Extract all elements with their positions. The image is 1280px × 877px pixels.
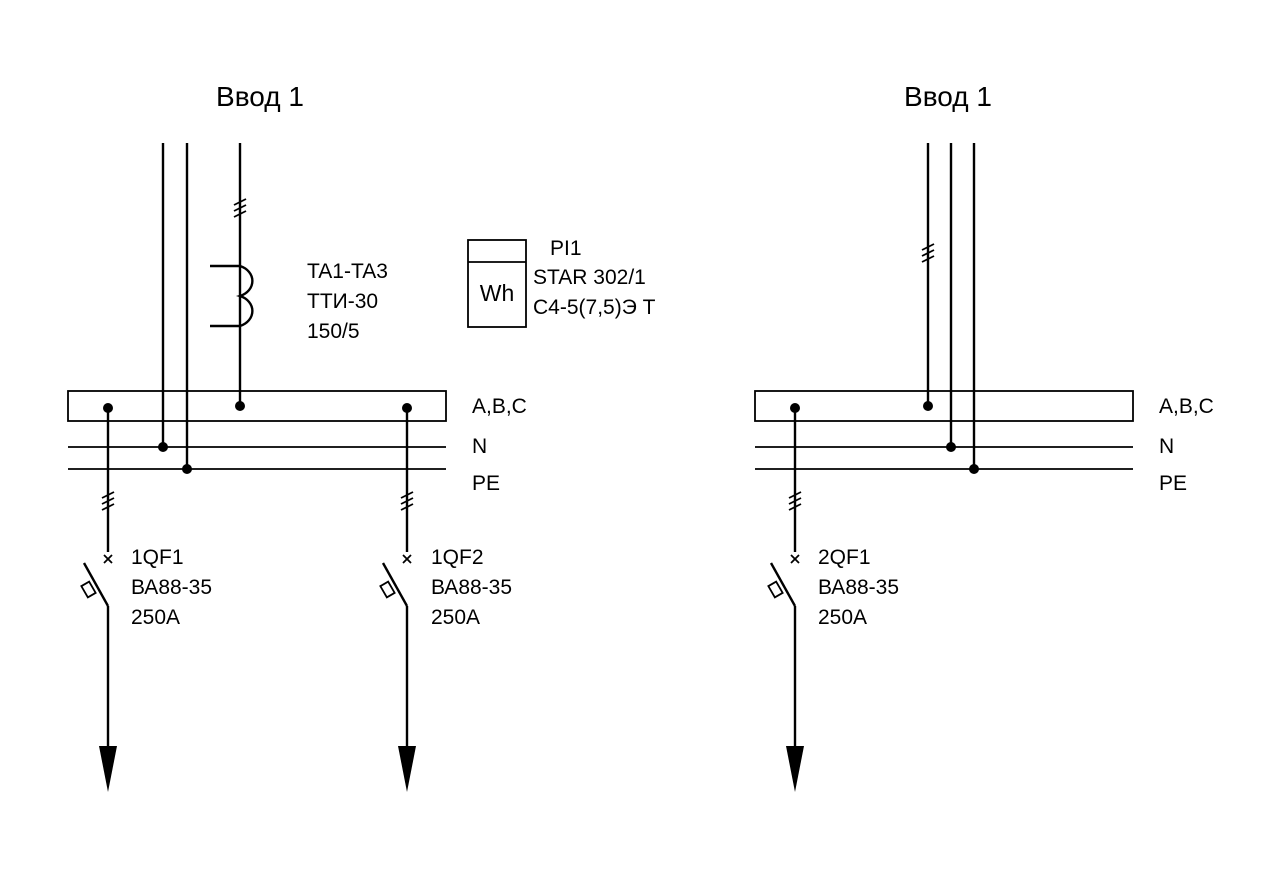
three-phase-tick-icon — [233, 198, 247, 218]
breaker-designation: 1QF1 — [131, 546, 184, 569]
transformer-ratio: 150/5 — [307, 320, 360, 343]
breaker-rating: 250A — [818, 606, 867, 629]
meter-spec: С4-5(7,5)Э Т — [533, 296, 656, 319]
phase-busbar — [754, 390, 1134, 422]
bus-label-neutral: N — [1159, 435, 1174, 458]
breaker-designation: 1QF2 — [431, 546, 484, 569]
outgoing-arrow-icon — [786, 746, 804, 792]
junction-dot — [235, 401, 245, 411]
breaker-rating: 250A — [131, 606, 180, 629]
bus-label-neutral: N — [472, 435, 487, 458]
three-phase-tick-icon — [788, 491, 802, 511]
current-transformer-icon — [210, 264, 254, 328]
three-phase-tick-icon — [400, 491, 414, 511]
transformer-model: ТТИ-30 — [307, 290, 378, 313]
junction-dot — [946, 442, 956, 452]
breaker-model: ВА88-35 — [431, 576, 512, 599]
breaker-rating: 250A — [431, 606, 480, 629]
panel-right: Ввод 1 A,B,C N PE — [754, 81, 1214, 792]
meter-model: STAR 302/1 — [533, 266, 646, 289]
outgoing-arrow-icon — [398, 746, 416, 792]
three-phase-tick-icon — [921, 243, 935, 263]
breaker-contact-x-icon — [103, 554, 113, 564]
bus-label-phase: A,B,C — [472, 395, 527, 418]
breaker-model: ВА88-35 — [818, 576, 899, 599]
circuit-breaker-icon — [767, 562, 797, 607]
circuit-breaker-icon — [379, 562, 409, 607]
panel-left: Ввод 1 TA1-TA3 ТТИ-30 150/5 Wh PI1 STAR … — [67, 81, 656, 792]
breaker-contact-x-icon — [790, 554, 800, 564]
junction-dot — [969, 464, 979, 474]
three-phase-tick-icon — [101, 491, 115, 511]
panel-right-title: Ввод 1 — [904, 81, 992, 112]
bus-label-pe: PE — [1159, 472, 1187, 495]
junction-dot — [158, 442, 168, 452]
bus-label-phase: A,B,C — [1159, 395, 1214, 418]
phase-busbar — [67, 390, 447, 422]
junction-dot — [182, 464, 192, 474]
breaker-designation: 2QF1 — [818, 546, 871, 569]
transformer-designation: TA1-TA3 — [307, 260, 388, 283]
outgoing-arrow-icon — [99, 746, 117, 792]
panel-left-title: Ввод 1 — [216, 81, 304, 112]
meter-designation: PI1 — [550, 237, 582, 260]
breaker-model: ВА88-35 — [131, 576, 212, 599]
bus-label-pe: PE — [472, 472, 500, 495]
feeder-1qf1: 1QF1 ВА88-35 250A — [80, 408, 212, 792]
breaker-contact-x-icon — [402, 554, 412, 564]
circuit-breaker-icon — [80, 562, 110, 607]
feeder-1qf2: 1QF2 ВА88-35 250A — [379, 408, 512, 792]
energy-meter-icon — [467, 239, 527, 328]
meter-symbol: Wh — [480, 280, 515, 306]
junction-dot — [923, 401, 933, 411]
feeder-2qf1: 2QF1 ВА88-35 250A — [767, 408, 899, 792]
